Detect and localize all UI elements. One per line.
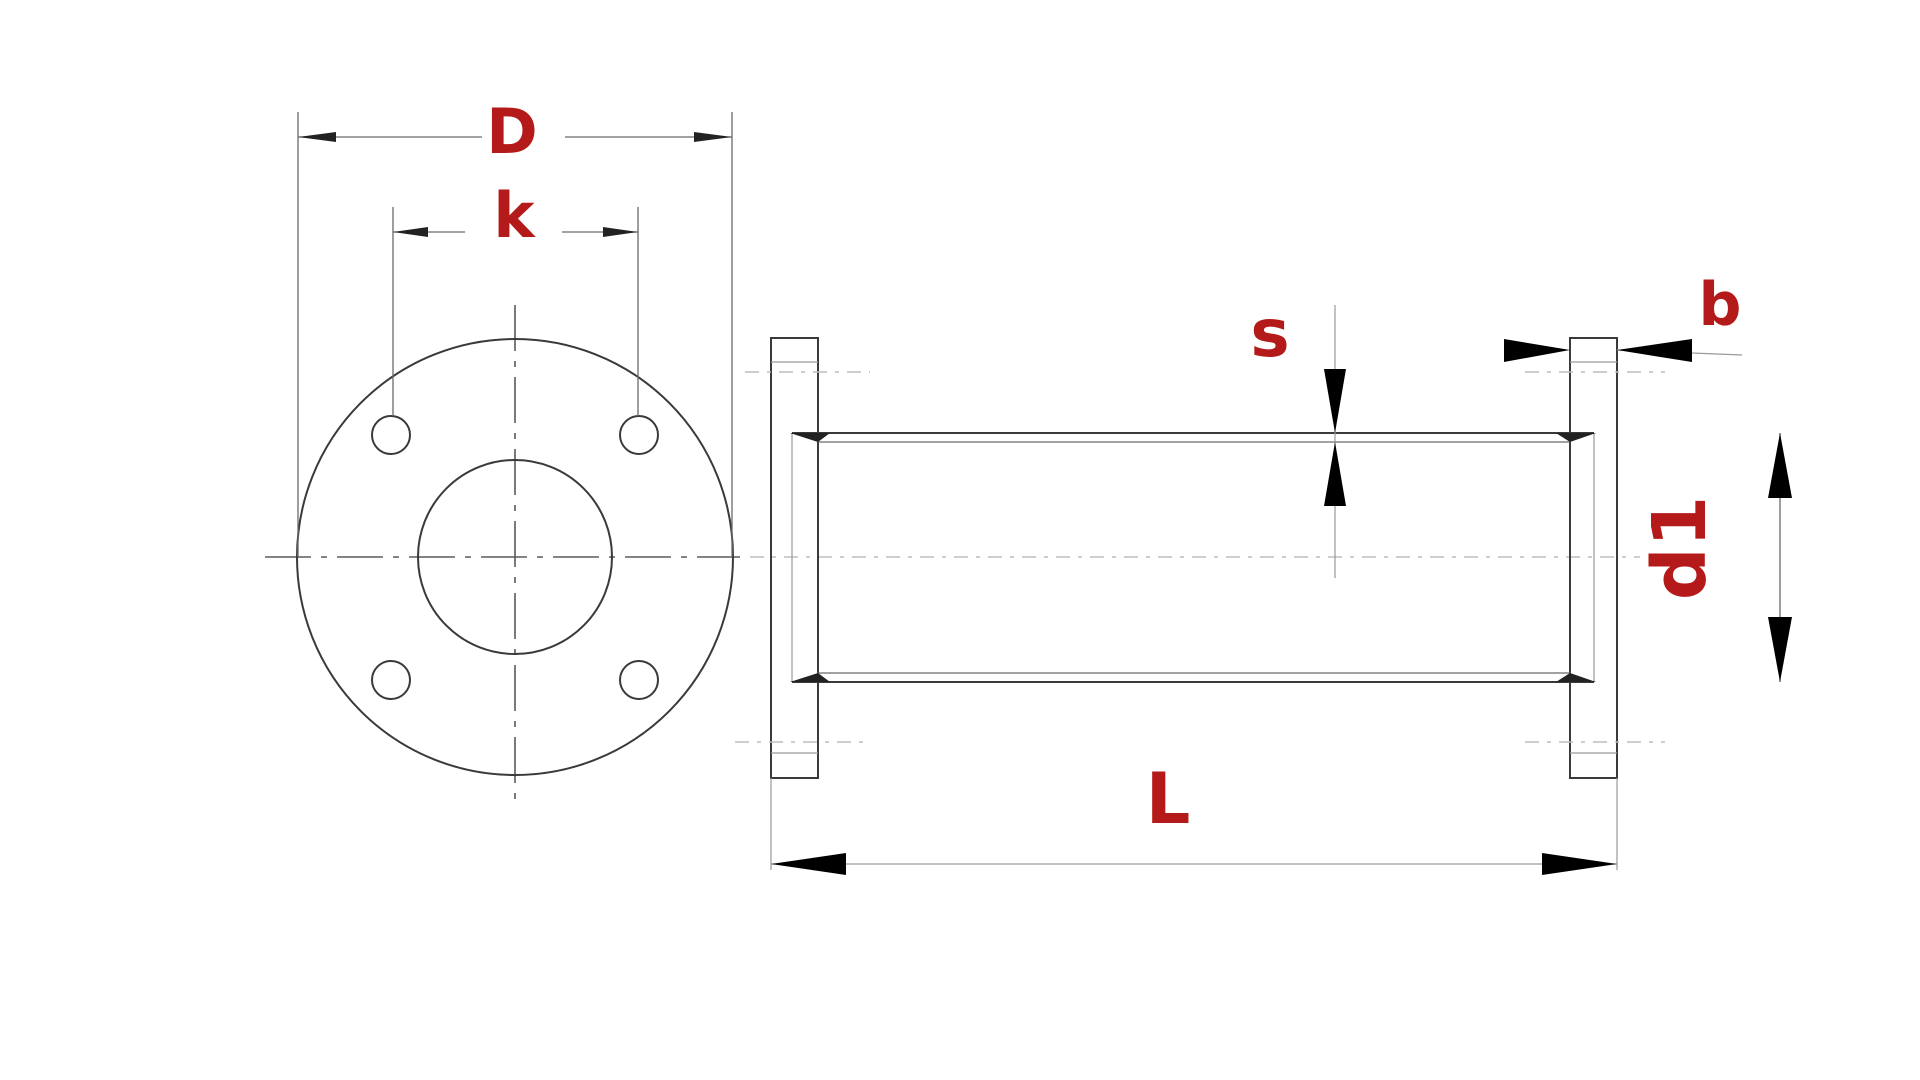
- dimension-label-D: D: [486, 95, 537, 168]
- dimension-b: b: [1504, 270, 1743, 362]
- pipe-bore-circle: [417, 459, 613, 655]
- bolt-hole: [371, 415, 411, 455]
- flange-front-view: [265, 305, 740, 800]
- flange-outer-circle: [296, 338, 734, 776]
- dimension-d1: d1: [1637, 433, 1792, 682]
- arrowhead: [1504, 339, 1570, 362]
- dimension-label-d1: d1: [1637, 496, 1723, 600]
- arrowhead: [1768, 617, 1792, 682]
- weld-mark: [790, 673, 830, 682]
- arrowhead: [1542, 853, 1617, 875]
- bolt-hole: [371, 660, 411, 700]
- arrowhead: [1324, 442, 1346, 506]
- weld-mark: [1556, 673, 1596, 682]
- right-flange: [1569, 337, 1618, 779]
- arrowhead: [298, 132, 336, 142]
- dimension-label-s: s: [1250, 295, 1289, 372]
- dimension-label-k: k: [493, 179, 536, 252]
- weld-mark: [1556, 433, 1596, 442]
- arrowhead: [1768, 433, 1792, 498]
- bolt-hole: [619, 415, 659, 455]
- pipe-side-view: [735, 337, 1665, 779]
- bolt-hole: [619, 660, 659, 700]
- weld-mark: [790, 433, 830, 442]
- arrowhead: [1324, 369, 1346, 433]
- arrowhead: [1617, 339, 1692, 362]
- dimension-L: L: [770, 758, 1618, 875]
- dimension-D: D: [297, 95, 733, 557]
- dimension-k: k: [392, 179, 639, 416]
- dimension-label-L: L: [1146, 758, 1191, 840]
- arrowhead: [393, 227, 428, 237]
- arrowhead: [603, 227, 638, 237]
- dimension-s: s: [1250, 295, 1346, 578]
- arrowhead: [694, 132, 732, 142]
- left-flange: [770, 337, 819, 779]
- arrowhead: [771, 853, 846, 875]
- dimension-label-b: b: [1699, 270, 1742, 340]
